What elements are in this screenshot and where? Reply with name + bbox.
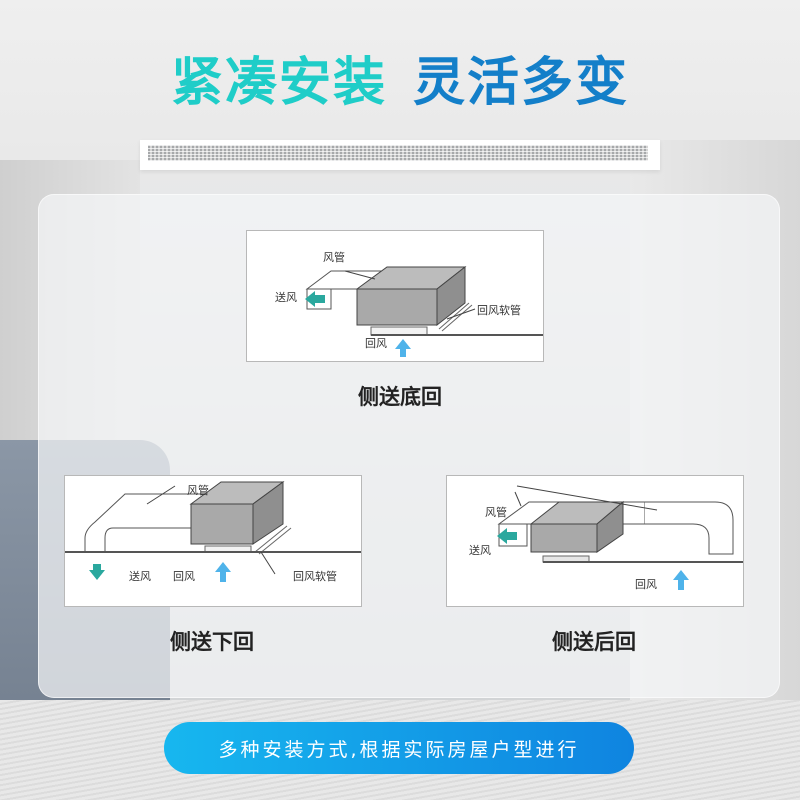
duct-unit-diagram (305, 265, 543, 357)
caption-side-supply-back-return: 侧送后回 (552, 630, 636, 654)
duct-unit-diagram (65, 481, 361, 582)
supply-arrow-icon (497, 528, 517, 544)
label-return-hose: 回风软管 (477, 304, 521, 317)
label-return: 回风 (635, 578, 657, 591)
headline-part-1: 紧凑安装 (170, 53, 387, 113)
installation-note-banner: 多种安装方式,根据实际房屋户型进行 (164, 722, 634, 774)
label-duct: 风管 (485, 506, 507, 519)
label-supply: 送风 (129, 570, 151, 583)
diagram-card-side-supply-back-return: 风管 送风 回风 (446, 475, 744, 607)
label-supply: 送风 (275, 291, 297, 304)
label-return-hose: 回风软管 (293, 570, 337, 583)
supply-arrow-icon (305, 291, 325, 307)
supply-arrow-icon (89, 570, 105, 580)
caption-side-supply-bottom-return: 侧送底回 (358, 385, 442, 409)
diagram-card-side-supply-bottom-return: 风管 送风 回风软管 回风 (246, 230, 544, 362)
return-arrow-icon (395, 339, 411, 357)
label-return: 回风 (365, 337, 387, 350)
label-duct: 风管 (187, 484, 209, 497)
vent-grille (148, 145, 648, 161)
ceiling-air-vent (140, 140, 660, 170)
diagram-card-side-supply-down-return: 风管 送风 回风 回风软管 (64, 475, 362, 607)
return-arrow-icon (215, 562, 231, 582)
label-duct: 风管 (323, 251, 345, 264)
label-return: 回风 (173, 570, 195, 583)
caption-side-supply-down-return: 侧送下回 (170, 630, 254, 654)
duct-unit-diagram (497, 485, 743, 590)
label-supply: 送风 (469, 544, 491, 557)
return-arrow-icon (673, 570, 689, 590)
headline: 紧凑安装灵活多变 (0, 40, 800, 115)
headline-part-2: 灵活多变 (413, 53, 630, 113)
